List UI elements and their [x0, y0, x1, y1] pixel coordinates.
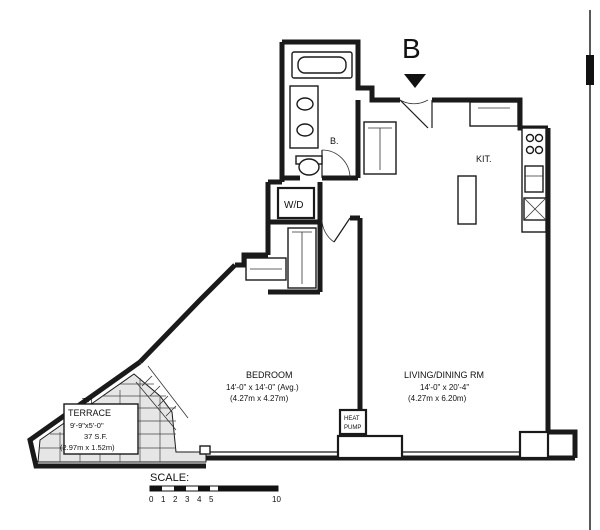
bedroom-dimensions-metric: (4.27m x 4.27m) [230, 394, 289, 403]
terrace-code: T-1 [82, 397, 94, 406]
kitchen-label: KIT. [476, 154, 492, 164]
living-name: LIVING/DINING RM [404, 370, 484, 380]
bathroom-fixtures [289, 51, 353, 176]
scale-label: SCALE: [150, 472, 189, 484]
scale-tick-0: 0 [149, 495, 154, 504]
kitchen-fixtures [457, 101, 547, 233]
scale-tick-3: 3 [185, 495, 190, 504]
page-edge-mark [586, 55, 594, 85]
terrace-dimensions: 9'-9"x5'-0" [70, 421, 104, 430]
scale-tick-4: 4 [197, 495, 202, 504]
closets [245, 121, 397, 289]
scale-tick-5: 5 [209, 495, 214, 504]
living-dimensions-metric: (4.27m x 6.20m) [408, 394, 467, 403]
heat-pump-label-line1: HEAT [344, 416, 360, 422]
living-dimensions: 14'-0" x 20'-4" [420, 383, 469, 392]
washer-dryer-label: W/D [284, 200, 303, 211]
terrace-area-sf: 37 S.F. [84, 432, 107, 441]
scale-bar: SCALE: 0 1 2 3 4 5 10 [149, 472, 281, 504]
exterior-walls [27, 39, 578, 469]
scale-tick-2: 2 [173, 495, 178, 504]
bedroom-dimensions: 14'-0" x 14'-0" (Avg.) [226, 383, 299, 392]
heat-pump-label-line2: PUMP [344, 425, 361, 431]
terrace-area [37, 365, 211, 463]
scale-tick-10: 10 [272, 495, 281, 504]
bedroom-name: BEDROOM [246, 370, 293, 380]
bath-label: B. [330, 136, 339, 146]
terrace-dimensions-metric: (2.97m x 1.52m) [60, 443, 115, 452]
interior-walls [268, 100, 550, 460]
direction-marker-label: B [402, 33, 421, 64]
terrace-name: TERRACE [68, 408, 111, 418]
scale-tick-1: 1 [161, 495, 166, 504]
direction-marker-arrow [404, 74, 426, 88]
doors [321, 99, 433, 243]
